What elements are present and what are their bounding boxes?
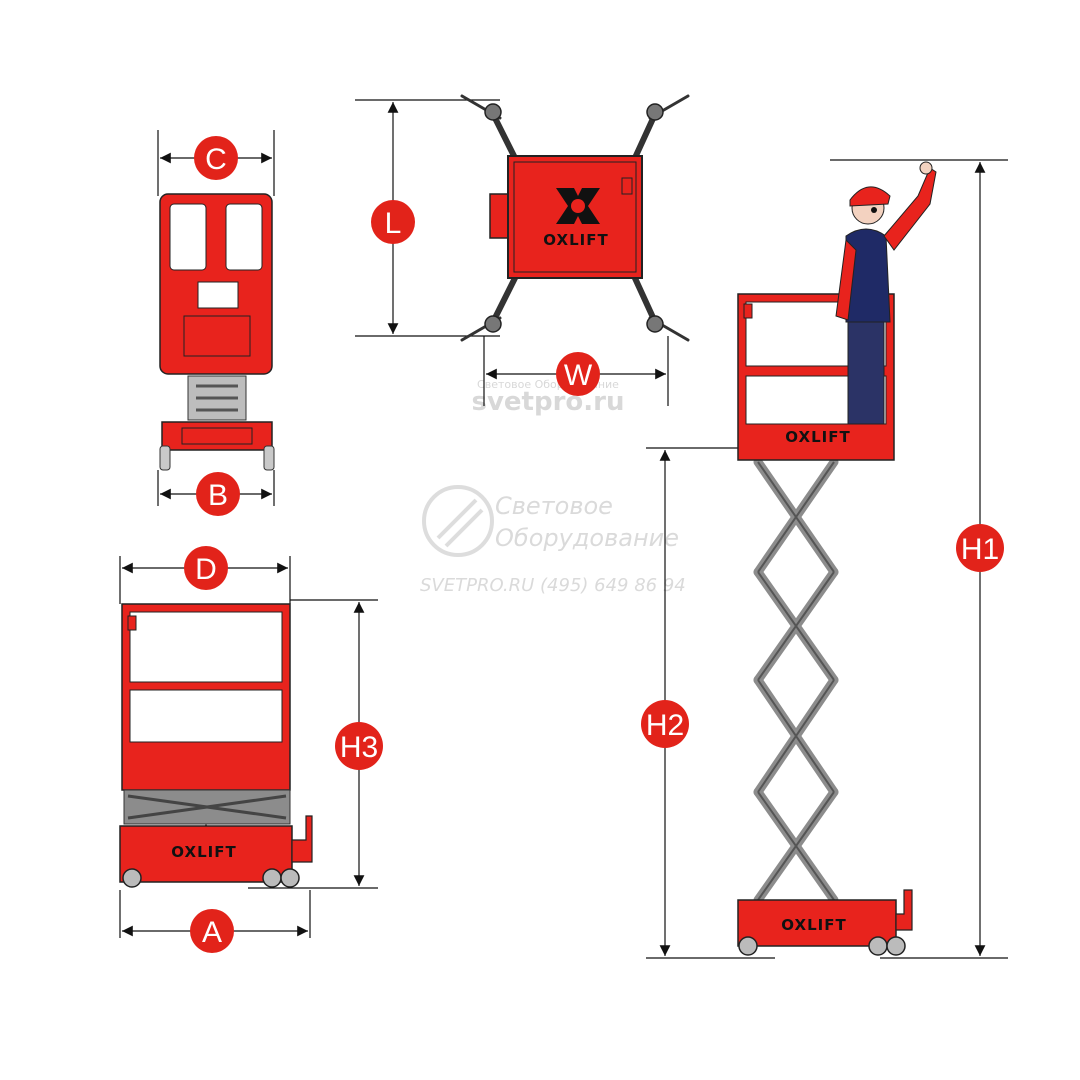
side-view-extended: H2 H1 [641, 159, 1008, 959]
svg-text:A: A [202, 916, 222, 949]
svg-text:H3: H3 [340, 731, 378, 764]
watermark-line2: Оборудование [495, 524, 679, 552]
dimension-badge-h2: H2 [641, 700, 689, 748]
oxlift-logo-icon [556, 188, 600, 224]
watermark-site: svetpro.ru [472, 387, 625, 417]
top-view: L OXLIFT [355, 94, 690, 406]
side-view-stowed: D OXLIFT H3 A [119, 546, 383, 953]
svg-text:L: L [385, 207, 402, 240]
scissor-arms [753, 457, 839, 905]
brand-label-platform: OXLIFT [785, 428, 850, 446]
worker-figure [835, 161, 937, 425]
dimension-badge-a: A [190, 909, 234, 953]
brand-label-top: OXLIFT [543, 231, 608, 249]
dimension-badge-b: B [196, 472, 240, 516]
watermark: Световое Оборудование svetpro.ru Светово… [420, 378, 686, 596]
dimension-badge-l: L [371, 200, 415, 244]
dimension-badge-d: D [184, 546, 228, 590]
watermark-line1: Световое [495, 492, 613, 520]
svg-text:D: D [195, 553, 217, 586]
svg-text:H1: H1 [961, 533, 999, 566]
dimension-badge-c: C [194, 136, 238, 180]
svg-text:B: B [208, 479, 228, 512]
front-view: C B [157, 130, 275, 516]
watermark-logo-icon [422, 485, 494, 557]
svg-text:W: W [564, 359, 593, 392]
brand-label-stowed: OXLIFT [171, 843, 236, 861]
svg-text:C: C [205, 143, 227, 176]
dimension-badge-w: W [556, 352, 600, 396]
watermark-contacts: SVETPRO.RU (495) 649 86 94 [420, 575, 686, 596]
svg-text:H2: H2 [646, 709, 684, 742]
brand-label-base: OXLIFT [781, 916, 846, 934]
dimension-badge-h1: H1 [956, 524, 1004, 572]
dimension-badge-h3: H3 [335, 722, 383, 770]
